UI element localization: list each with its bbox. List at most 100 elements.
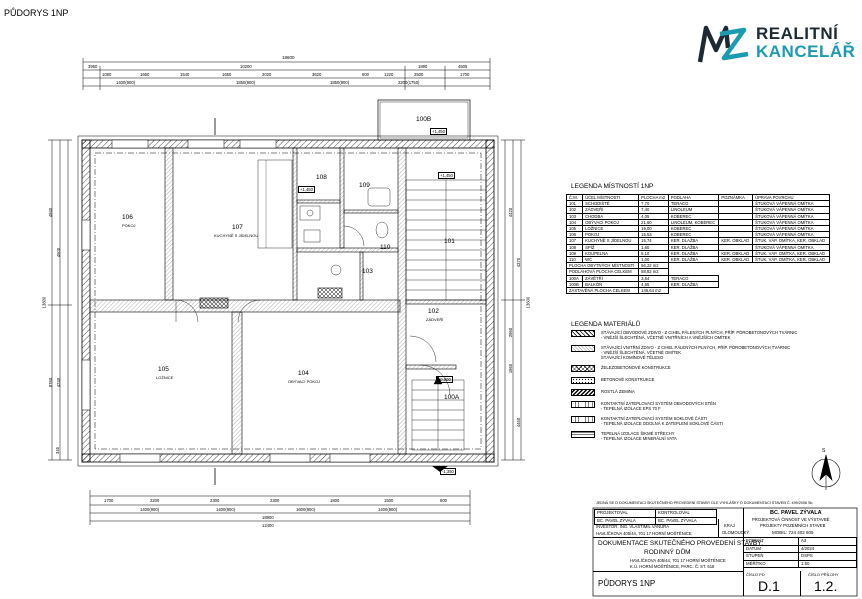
table-cell: ŠTUK. VÁP. OMÍTKA, KER. OBKLAD (752, 249, 830, 258)
material-item: KONTAKTNÍ ZATEPLOVACÍ SYSTÉM OBVODOVÝCH … (571, 401, 716, 411)
material-swatch (571, 365, 595, 372)
material-item: STÁVAJÍCÍ VNITŘNÍ ZDIVO - Z CIHEL PÁLENÝ… (571, 345, 790, 360)
table-cell: 104 (565, 218, 584, 227)
dim-top-r2-6: 600 (362, 72, 369, 77)
dim-bottom-r1-3: 2300 (270, 498, 280, 503)
dim-top-r3-1: 1850(900) (236, 80, 256, 85)
logo-text-kancelar: KANCELÁŘ (756, 42, 856, 61)
room-number: 104 (298, 370, 309, 377)
grand-total-value: 146,64 m2 (638, 287, 669, 295)
dim-bottom-total1: 18900 (262, 515, 274, 520)
room-number: 101 (444, 238, 455, 245)
dim-left-0: 4940 (48, 207, 54, 218)
dim-top-r2-5: 3620 (312, 72, 322, 77)
table-cell: KER. OBKLAD (718, 256, 754, 264)
dim-bottom-r1-0: 1700 (104, 498, 114, 503)
dim-left-1: 4500 (56, 247, 62, 258)
room-number: 100B (416, 116, 432, 123)
table-cell: KER. DLAŽBA (667, 237, 720, 245)
total-label: PODLAHOVÁ PLOCHA CELKEM (565, 268, 640, 276)
dim-bottom-r2-3: 1400(900) (378, 507, 398, 512)
material-swatch (571, 401, 595, 408)
kontroloval-label: KONTROLOVAL (655, 509, 717, 518)
format-value: A3 (798, 537, 857, 546)
total-label: PLOCHA OBYTNÝCH MÍSTNOSTÍ (565, 262, 640, 270)
dim-bottom-r2-1: 1400(900) (216, 507, 236, 512)
north-label: S (822, 448, 826, 454)
table-cell: 107 (565, 237, 584, 245)
mz-logo-icon (697, 25, 749, 63)
material-text: STÁVAJÍCÍ VNITŘNÍ ZDIVO - Z CIHEL PÁLENÝ… (601, 345, 791, 360)
doc-address: HAVLÍČKOVA 405/44, 701 17 HORNÍ MOŠTĚNIC… (630, 558, 726, 563)
dim-bottom-r1-2: 2300 (210, 498, 220, 503)
dim-right-5: 4460 (516, 417, 522, 428)
datum-value: 4/2024 (798, 544, 857, 554)
table-cell: KER. DLAŽBA (667, 249, 720, 258)
dim-top-r2-4: 2020 (262, 72, 272, 77)
room-name: LOŽNICE (156, 375, 174, 380)
company-sub2: PROJEKTY POZEMNÍCH STAVEB (760, 523, 826, 528)
table-cell: ZÁVĚTŘÍ (582, 274, 640, 282)
cislo-pd-label: ČÍSLO PD (746, 572, 765, 577)
room-number: 102 (428, 308, 439, 315)
table-cell: ŠTUKOVÁ VÁPENNÁ OMÍTKA (752, 231, 830, 239)
room-name: ZÁDVEŘÍ (426, 317, 444, 322)
logo-text-realitni: REALITNÍ (756, 24, 839, 43)
col-header: ÚČEL MÍSTNOSTI (582, 193, 640, 202)
company-mobile: MOBIL: 724 402 605 (772, 530, 814, 535)
material-item: TEPELNÁ IZOLACE ŠIKMÉ STŘECHY - TEPELNÁ … (571, 431, 677, 441)
cislo-pd: D.1 (758, 578, 780, 594)
format-label: FORMÁT (743, 537, 799, 546)
table-cell: ŠTUKOVÁ VÁPENNÁ OMÍTKA (752, 212, 830, 220)
level-mark: +1,450 (438, 172, 455, 179)
material-text: ŽELEZOBETONOVÉ KONSTRUKCE (601, 365, 671, 370)
dim-top-b: 10200 (240, 64, 252, 69)
table-cell: OBÝVACÍ POKOJ (582, 218, 640, 227)
room-name: OBÝVACÍ POKOJ (288, 379, 321, 384)
grand-total-label: ZASTAVĚNÁ PLOCHA CELKEM (565, 287, 640, 295)
material-swatch (571, 330, 595, 337)
material-item: ŽELEZOBETONOVÉ KONSTRUKCE (571, 365, 671, 372)
table-cell: 108 (565, 243, 584, 251)
table-cell: 100B (565, 280, 584, 289)
table-cell: LINOLEUM, KOBEREC (667, 218, 720, 227)
col-header: PLOCHA m2 (638, 193, 669, 202)
kontroloval-value: BC. PAVEL ZÝVALA (655, 516, 717, 526)
material-text: BETONOVÉ KONSTRUKCE (601, 377, 655, 382)
dim-top-r3-0: 1400(900) (116, 80, 136, 85)
stupen-value: DSPS (798, 552, 857, 561)
title-block-note: JEDNÁ SE O DOKUMENTACI SKUTEČNÉHO PROVED… (596, 501, 814, 505)
material-swatch (571, 416, 595, 423)
room-number: 107 (232, 224, 243, 231)
investor: INVESTOR: ING. VLASTIMIL VAŇURA (596, 524, 669, 529)
dim-top-c: 1890 (418, 64, 428, 69)
table-cell: BALKÓN (582, 280, 640, 289)
table-cell: TERACO (667, 274, 720, 282)
table-cell: ŠTUK. VÁP. OMÍTKA, KER. OBKLAD (752, 237, 830, 245)
dim-top-r3-2: 1850(900) (330, 80, 350, 85)
material-swatch (571, 431, 595, 438)
table-cell: KER. OBKLAD (718, 249, 754, 258)
col-header: ÚPRAVA POVRCHU (752, 193, 830, 202)
table-cell: 103 (565, 212, 584, 220)
dim-bottom-r1-5: 1500 (384, 498, 394, 503)
dim-left-5: 345 (55, 447, 60, 454)
table-cell: KER. OBKLAD (718, 237, 754, 245)
table-cell: ŠTUKOVÁ VÁPENNÁ OMÍTKA (752, 224, 830, 233)
total-value: 56,22 m2 (638, 262, 669, 270)
level-mark: -1,350 (440, 468, 456, 475)
table-cell: 110 (565, 256, 584, 264)
dim-right-1: 4370 (516, 257, 522, 268)
dim-top-r2-0: 1080 (102, 72, 112, 77)
cislo-prilohy: 1.2. (814, 578, 838, 594)
material-text: STÁVAJÍCÍ OBVODOVÉ ZDIVO - Z CIHEL PÁLEN… (601, 330, 798, 340)
table-cell: WC (582, 256, 640, 264)
legend-rooms-table: Č.M. ÚČEL MÍSTNOSTI PLOCHA m2 PODLAHA PO… (565, 193, 830, 295)
dim-total-top: 18600 (282, 55, 295, 60)
